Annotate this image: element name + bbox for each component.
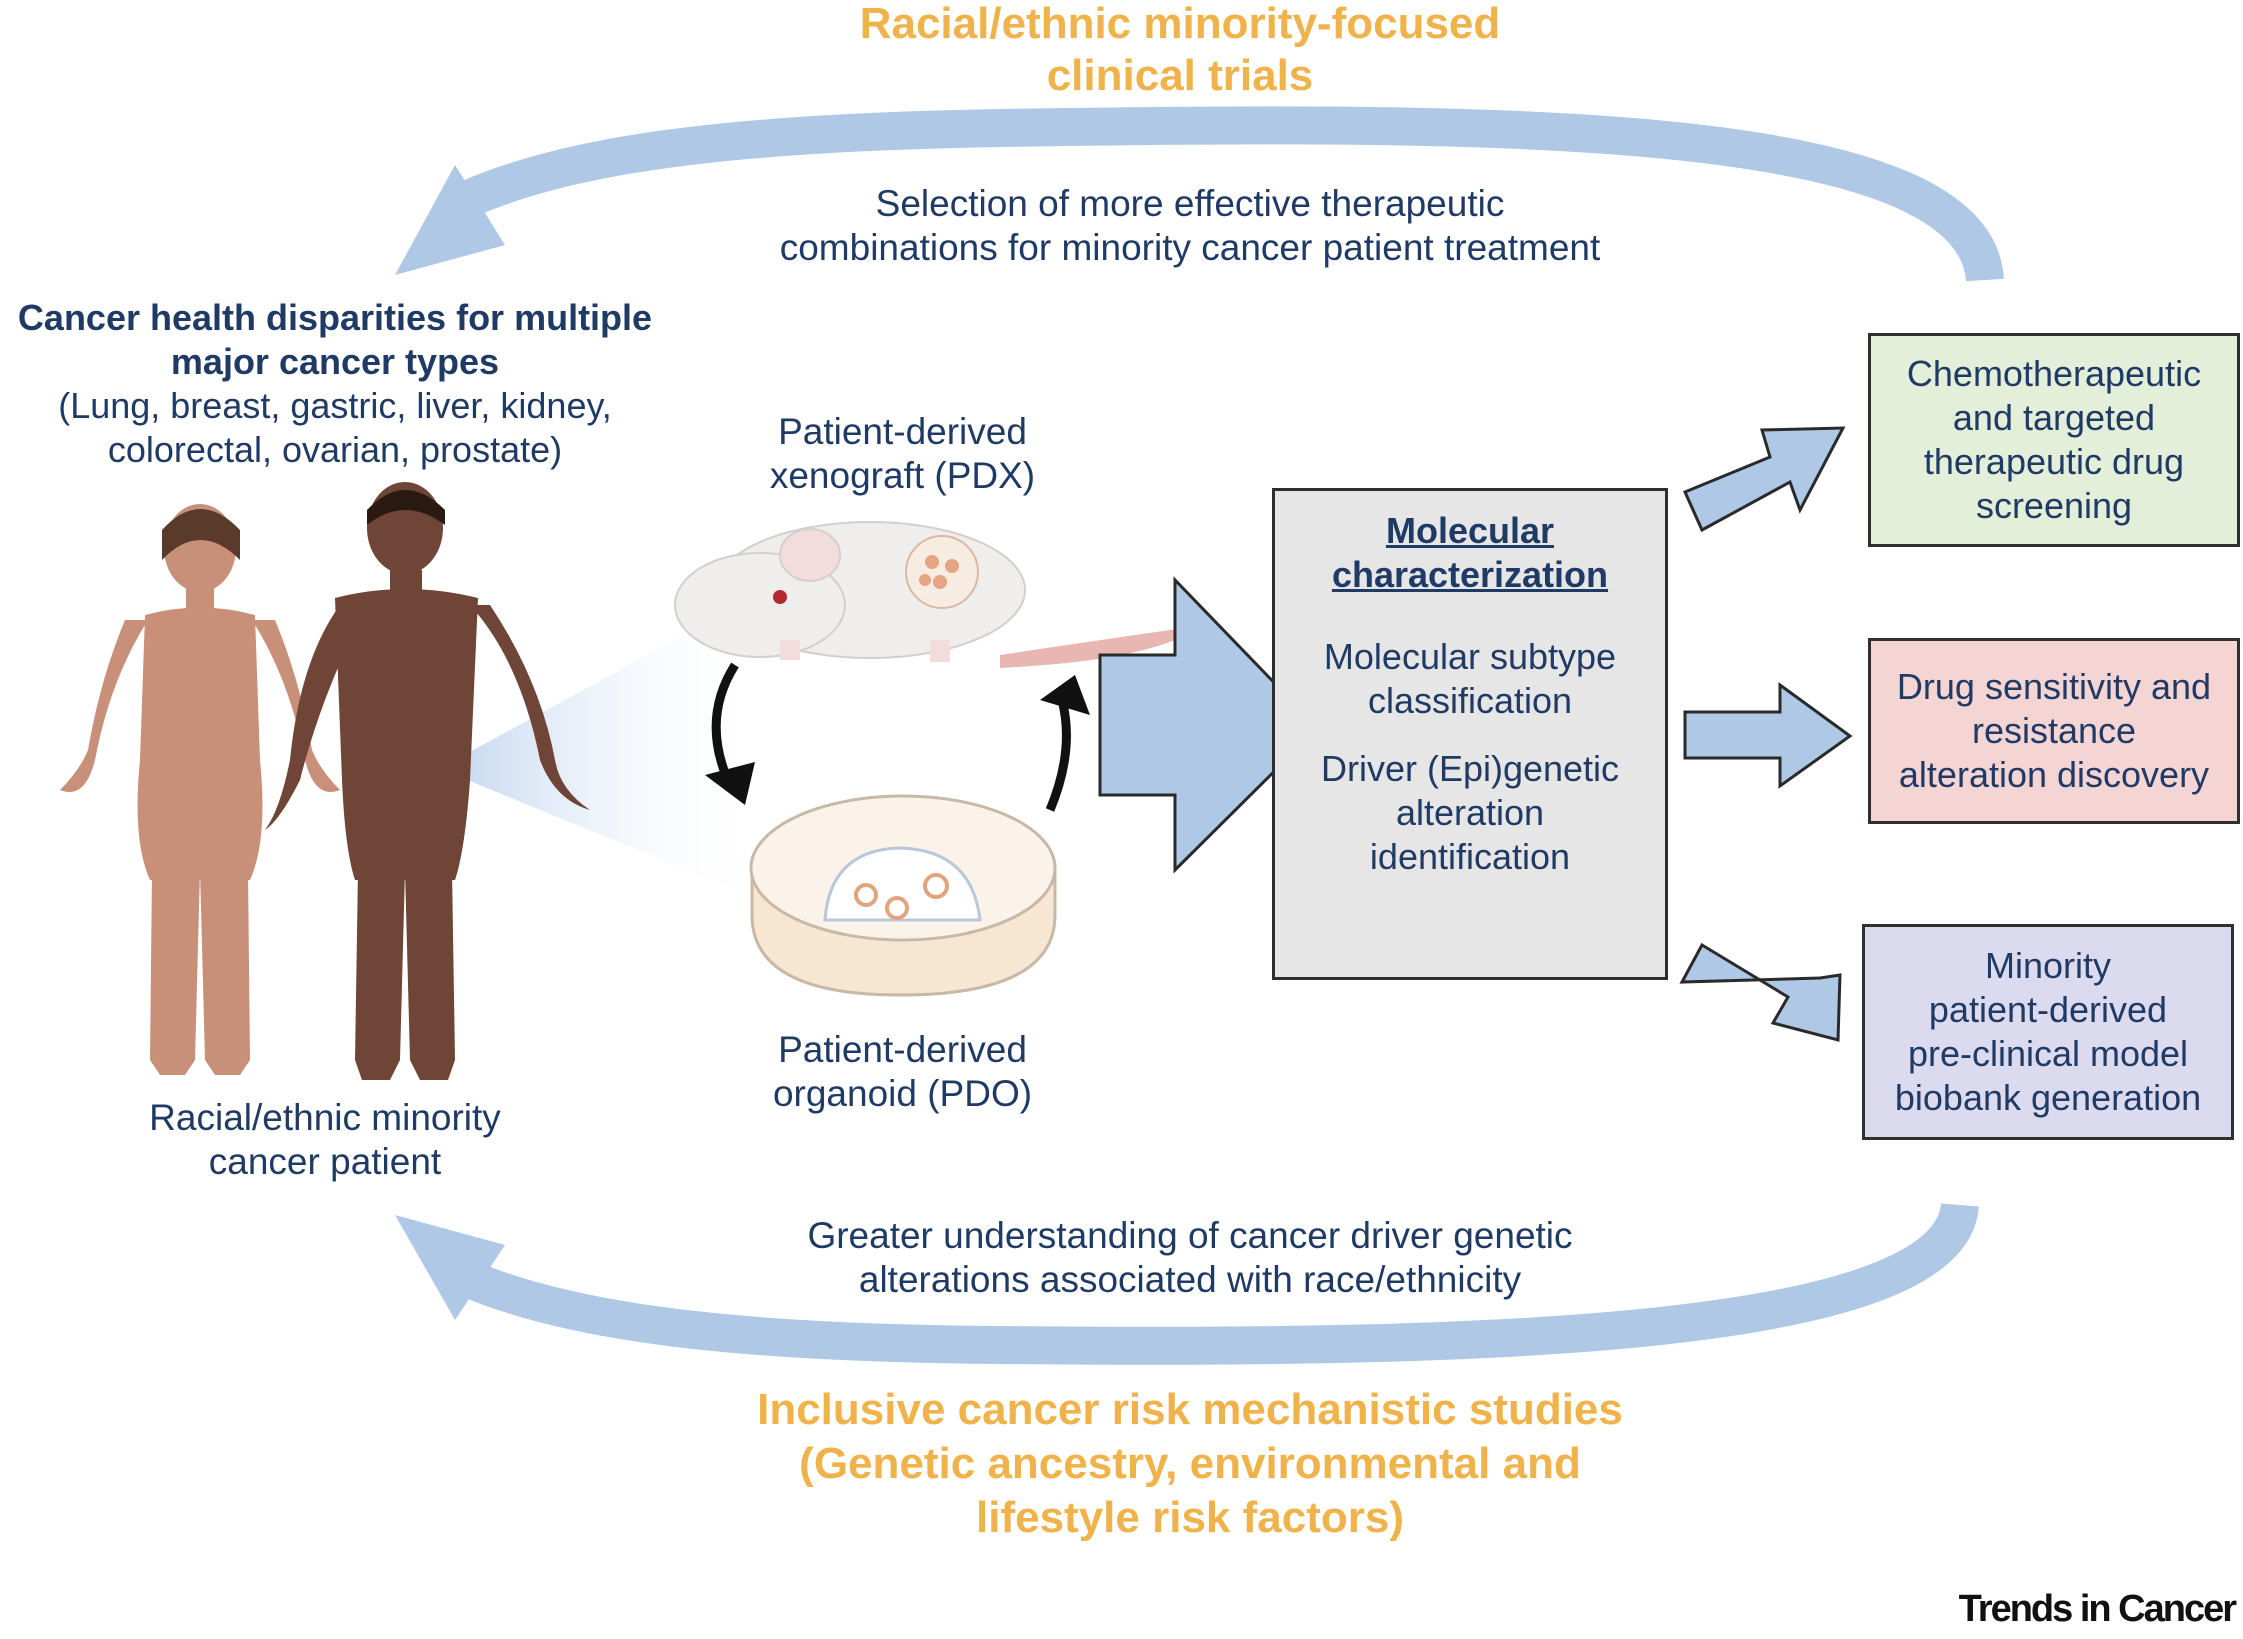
molecular-title-line-1: Molecular <box>1385 510 1555 551</box>
output-3-line-2: patient-derived <box>1928 989 2168 1030</box>
disparities-title-line-2: major cancer types <box>170 341 500 382</box>
output-arrow-3 <box>1679 942 1842 1042</box>
molecular-characterization-box: Molecular characterization Molecular sub… <box>1272 488 1668 980</box>
output-box-drug-screening: Chemotherapeutic and targeted therapeuti… <box>1868 333 2240 547</box>
patient-label: Racial/ethnic minority cancer patient <box>100 1096 550 1184</box>
pdo-label-line-2: organoid (PDO) <box>772 1073 1033 1114</box>
woman-figure <box>60 504 340 1075</box>
top-title: Racial/ethnic minority-focused clinical … <box>780 0 1580 102</box>
main-block-arrow <box>1098 576 1321 874</box>
output-1-line-1: Chemotherapeutic <box>1906 353 2202 394</box>
bottom-arrow-caption-line-2: alterations associated with race/ethnici… <box>858 1259 1522 1300</box>
disparities-block: Cancer health disparities for multiple m… <box>0 296 670 472</box>
patient-label-line-2: cancer patient <box>208 1141 442 1182</box>
output-box-drug-sensitivity: Drug sensitivity and resistance alterati… <box>1868 638 2240 824</box>
molecular-item-driver-line-3: identification <box>1369 836 1571 877</box>
petri-dish-icon <box>749 794 1057 997</box>
bottom-arrow-caption: Greater understanding of cancer driver g… <box>690 1214 1690 1302</box>
bottom-arrow-caption-line-1: Greater understanding of cancer driver g… <box>807 1215 1573 1256</box>
disparities-types-line-2: colorectal, ovarian, prostate) <box>107 429 563 470</box>
output-2-line-2: resistance <box>1971 710 2137 751</box>
top-title-line-1: Racial/ethnic minority-focused <box>859 0 1501 48</box>
output-3-line-4: biobank generation <box>1894 1077 2202 1118</box>
output-box-biobank: Minority patient-derived pre-clinical mo… <box>1862 924 2234 1140</box>
top-arrow-caption-line-2: combinations for minority cancer patient… <box>779 227 1601 268</box>
output-arrow-1 <box>1682 426 1846 533</box>
output-1-line-2: and targeted <box>1952 397 2156 438</box>
output-3-line-3: pre-clinical model <box>1907 1033 2189 1074</box>
molecular-title-line-2: characterization <box>1331 554 1609 595</box>
disparities-title-line-1: Cancer health disparities for multiple <box>17 297 653 338</box>
output-arrow-2 <box>1683 682 1853 789</box>
journal-brand: Trends in Cancer <box>1958 1588 2237 1630</box>
molecular-item-driver: Driver (Epi)genetic alteration identific… <box>1275 747 1665 879</box>
pdx-label-line-2: xenograft (PDX) <box>769 455 1036 496</box>
sample-beam <box>455 610 760 900</box>
molecular-item-driver-line-1: Driver (Epi)genetic <box>1320 748 1620 789</box>
top-arrow-caption: Selection of more effective therapeutic … <box>700 182 1680 270</box>
pdx-label-line-1: Patient-derived <box>778 411 1027 452</box>
man-figure <box>265 482 590 1080</box>
output-2-line-1: Drug sensitivity and <box>1896 666 2212 707</box>
molecular-item-subtype-line-2: classification <box>1367 680 1573 721</box>
molecular-item-subtype-line-1: Molecular subtype <box>1323 636 1617 677</box>
bottom-title: Inclusive cancer risk mechanistic studie… <box>640 1383 1740 1545</box>
molecular-item-driver-line-2: alteration <box>1395 792 1545 833</box>
pdo-to-pdx-arrow <box>1040 675 1090 812</box>
output-1-line-3: therapeutic drug <box>1923 441 2185 482</box>
bottom-title-line-3: lifestyle risk factors) <box>976 1493 1404 1542</box>
top-arrow-caption-line-1: Selection of more effective therapeutic <box>875 183 1505 224</box>
bottom-title-line-1: Inclusive cancer risk mechanistic studie… <box>757 1385 1623 1434</box>
molecular-item-subtype: Molecular subtype classification <box>1275 635 1665 723</box>
pdo-label-line-1: Patient-derived <box>778 1029 1027 1070</box>
top-title-line-2: clinical trials <box>1046 51 1314 100</box>
output-3-line-1: Minority <box>1984 945 2112 986</box>
disparities-title: Cancer health disparities for multiple m… <box>0 296 670 384</box>
mouse-icon <box>674 521 1179 668</box>
disparities-types-line-1: (Lung, breast, gastric, liver, kidney, <box>58 385 612 426</box>
pdx-label: Patient-derived xenograft (PDX) <box>700 410 1105 498</box>
output-2-line-3: alteration discovery <box>1898 754 2210 795</box>
bottom-title-line-2: (Genetic ancestry, environmental and <box>799 1439 1581 1488</box>
top-curved-arrow <box>395 106 2004 283</box>
molecular-title: Molecular characterization <box>1275 509 1665 597</box>
patient-label-line-1: Racial/ethnic minority <box>149 1097 501 1138</box>
pdo-label: Patient-derived organoid (PDO) <box>700 1028 1105 1116</box>
output-1-line-4: screening <box>1975 485 2133 526</box>
bottom-curved-arrow <box>395 1201 1979 1365</box>
disparities-types: (Lung, breast, gastric, liver, kidney, c… <box>0 384 670 472</box>
pdx-to-pdo-arrow <box>705 662 755 805</box>
